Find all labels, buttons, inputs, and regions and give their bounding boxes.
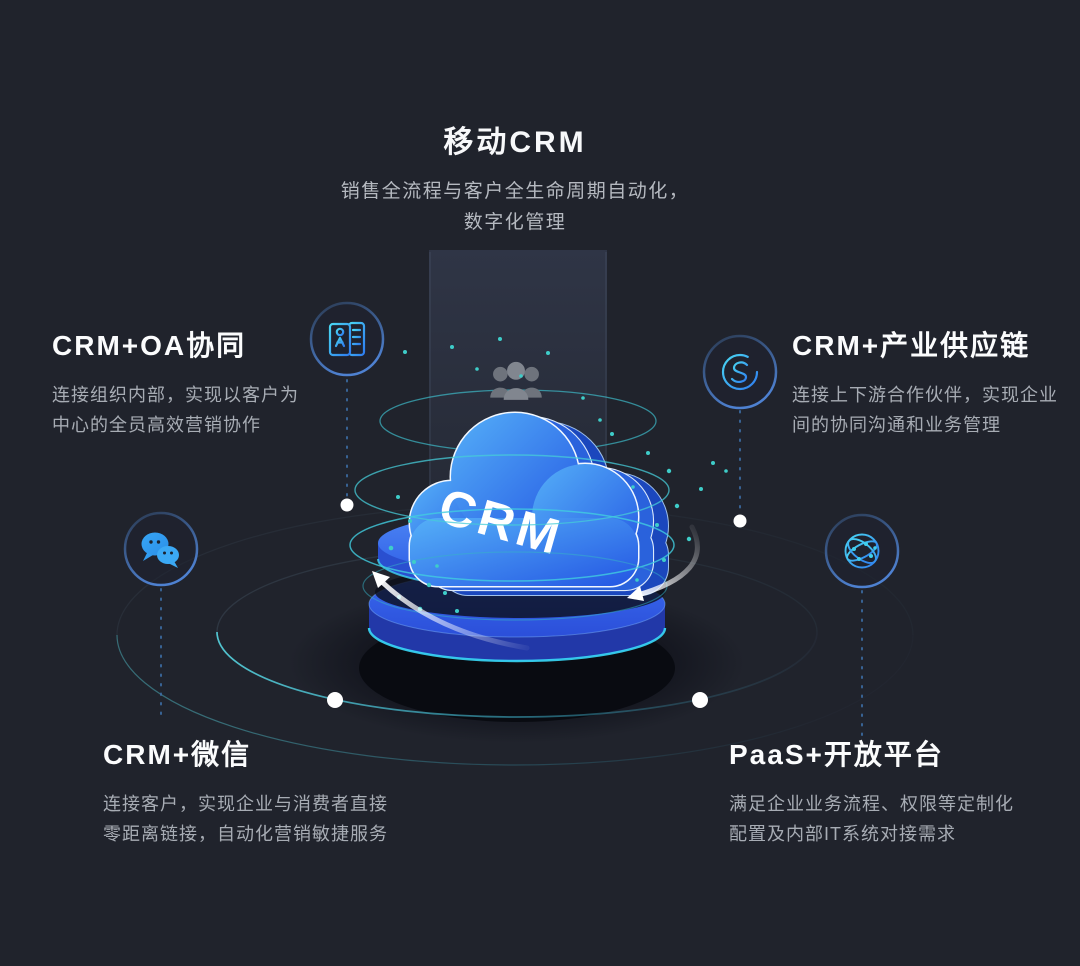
- header-block: 移动CRM 销售全流程与客户全生命周期自动化， 数字化管理: [215, 124, 815, 238]
- feature-desc-supply-chain: 连接上下游合作伙伴，实现企业 间的协同沟通和业务管理: [792, 380, 1080, 440]
- orbit-node-dot: [340, 498, 354, 512]
- feature-card-paas: PaaS+开放平台 满足企业业务流程、权限等定制化 配置及内部IT系统对接需求: [729, 737, 1059, 849]
- paas-icon-badge: [824, 513, 900, 589]
- particle-dots: [388, 337, 728, 613]
- feature-card-oa: CRM+OA协同 连接组织内部，实现以客户为 中心的全员高效营销协作: [52, 328, 382, 440]
- rotation-arrow-left: [372, 571, 530, 651]
- feature-desc-oa-line2: 中心的全员高效营销协作: [52, 415, 261, 435]
- outer-orbit2-front: [116, 634, 914, 766]
- light-beam-edge: [605, 252, 607, 582]
- wechat-icon: [141, 532, 179, 568]
- oa-icon-badge: [309, 301, 385, 377]
- globe-network-icon: [844, 533, 880, 569]
- orbit-node-dot: [733, 514, 747, 528]
- page-subtitle-line1: 销售全流程与客户全生命周期自动化，: [340, 181, 690, 202]
- feature-desc-paas-line2: 配置及内部IT系统对接需求: [729, 824, 956, 844]
- crm-cloud: CRM: [408, 411, 669, 596]
- link-icon: [721, 353, 759, 391]
- feature-desc-oa: 连接组织内部，实现以客户为 中心的全员高效营销协作: [52, 380, 382, 440]
- orbit-ring: [349, 508, 675, 582]
- feature-desc-oa-line1: 连接组织内部，实现以客户为: [52, 385, 299, 405]
- orbit-node-dot: [327, 692, 343, 708]
- feature-desc-supply-line2: 间的协同沟通和业务管理: [792, 415, 1001, 435]
- feature-title-paas: PaaS+开放平台: [729, 739, 944, 770]
- wechat-icon-badge: [123, 511, 199, 587]
- connector-lines: [160, 379, 863, 737]
- feature-card-wechat: CRM+微信 连接客户，实现企业与消费者直接 零距离链接，自动化营销敏捷服务: [103, 737, 433, 849]
- feature-title-wechat: CRM+微信: [103, 739, 252, 770]
- outer-orbit-front: [216, 631, 818, 718]
- feature-desc-wechat-line1: 连接客户，实现企业与消费者直接: [103, 794, 388, 814]
- feature-title-supply-chain: CRM+产业供应链: [792, 330, 1031, 361]
- page-title: 移动CRM: [443, 126, 587, 159]
- feature-desc-supply-line1: 连接上下游合作伙伴，实现企业: [792, 385, 1058, 405]
- rotation-arrow-right: [627, 524, 700, 601]
- feature-card-supply-chain: CRM+产业供应链 连接上下游合作伙伴，实现企业 间的协同沟通和业务管理: [792, 328, 1080, 440]
- page-subtitle-line2: 数字化管理: [463, 212, 567, 233]
- feature-desc-paas-line1: 满足企业业务流程、权限等定制化: [729, 794, 1014, 814]
- feature-title-oa: CRM+OA协同: [52, 330, 247, 361]
- contact-card-icon: [328, 321, 366, 357]
- orbit-node-dot: [692, 692, 708, 708]
- orbit-ring: [354, 454, 670, 526]
- feature-desc-paas: 满足企业业务流程、权限等定制化 配置及内部IT系统对接需求: [729, 789, 1059, 849]
- light-beam-edge: [429, 252, 431, 582]
- feature-desc-wechat: 连接客户，实现企业与消费者直接 零距离链接，自动化营销敏捷服务: [103, 789, 433, 849]
- page-subtitle: 销售全流程与客户全生命周期自动化， 数字化管理: [215, 176, 815, 238]
- supply-icon-badge: [702, 334, 778, 410]
- feature-desc-wechat-line2: 零距离链接，自动化营销敏捷服务: [103, 824, 388, 844]
